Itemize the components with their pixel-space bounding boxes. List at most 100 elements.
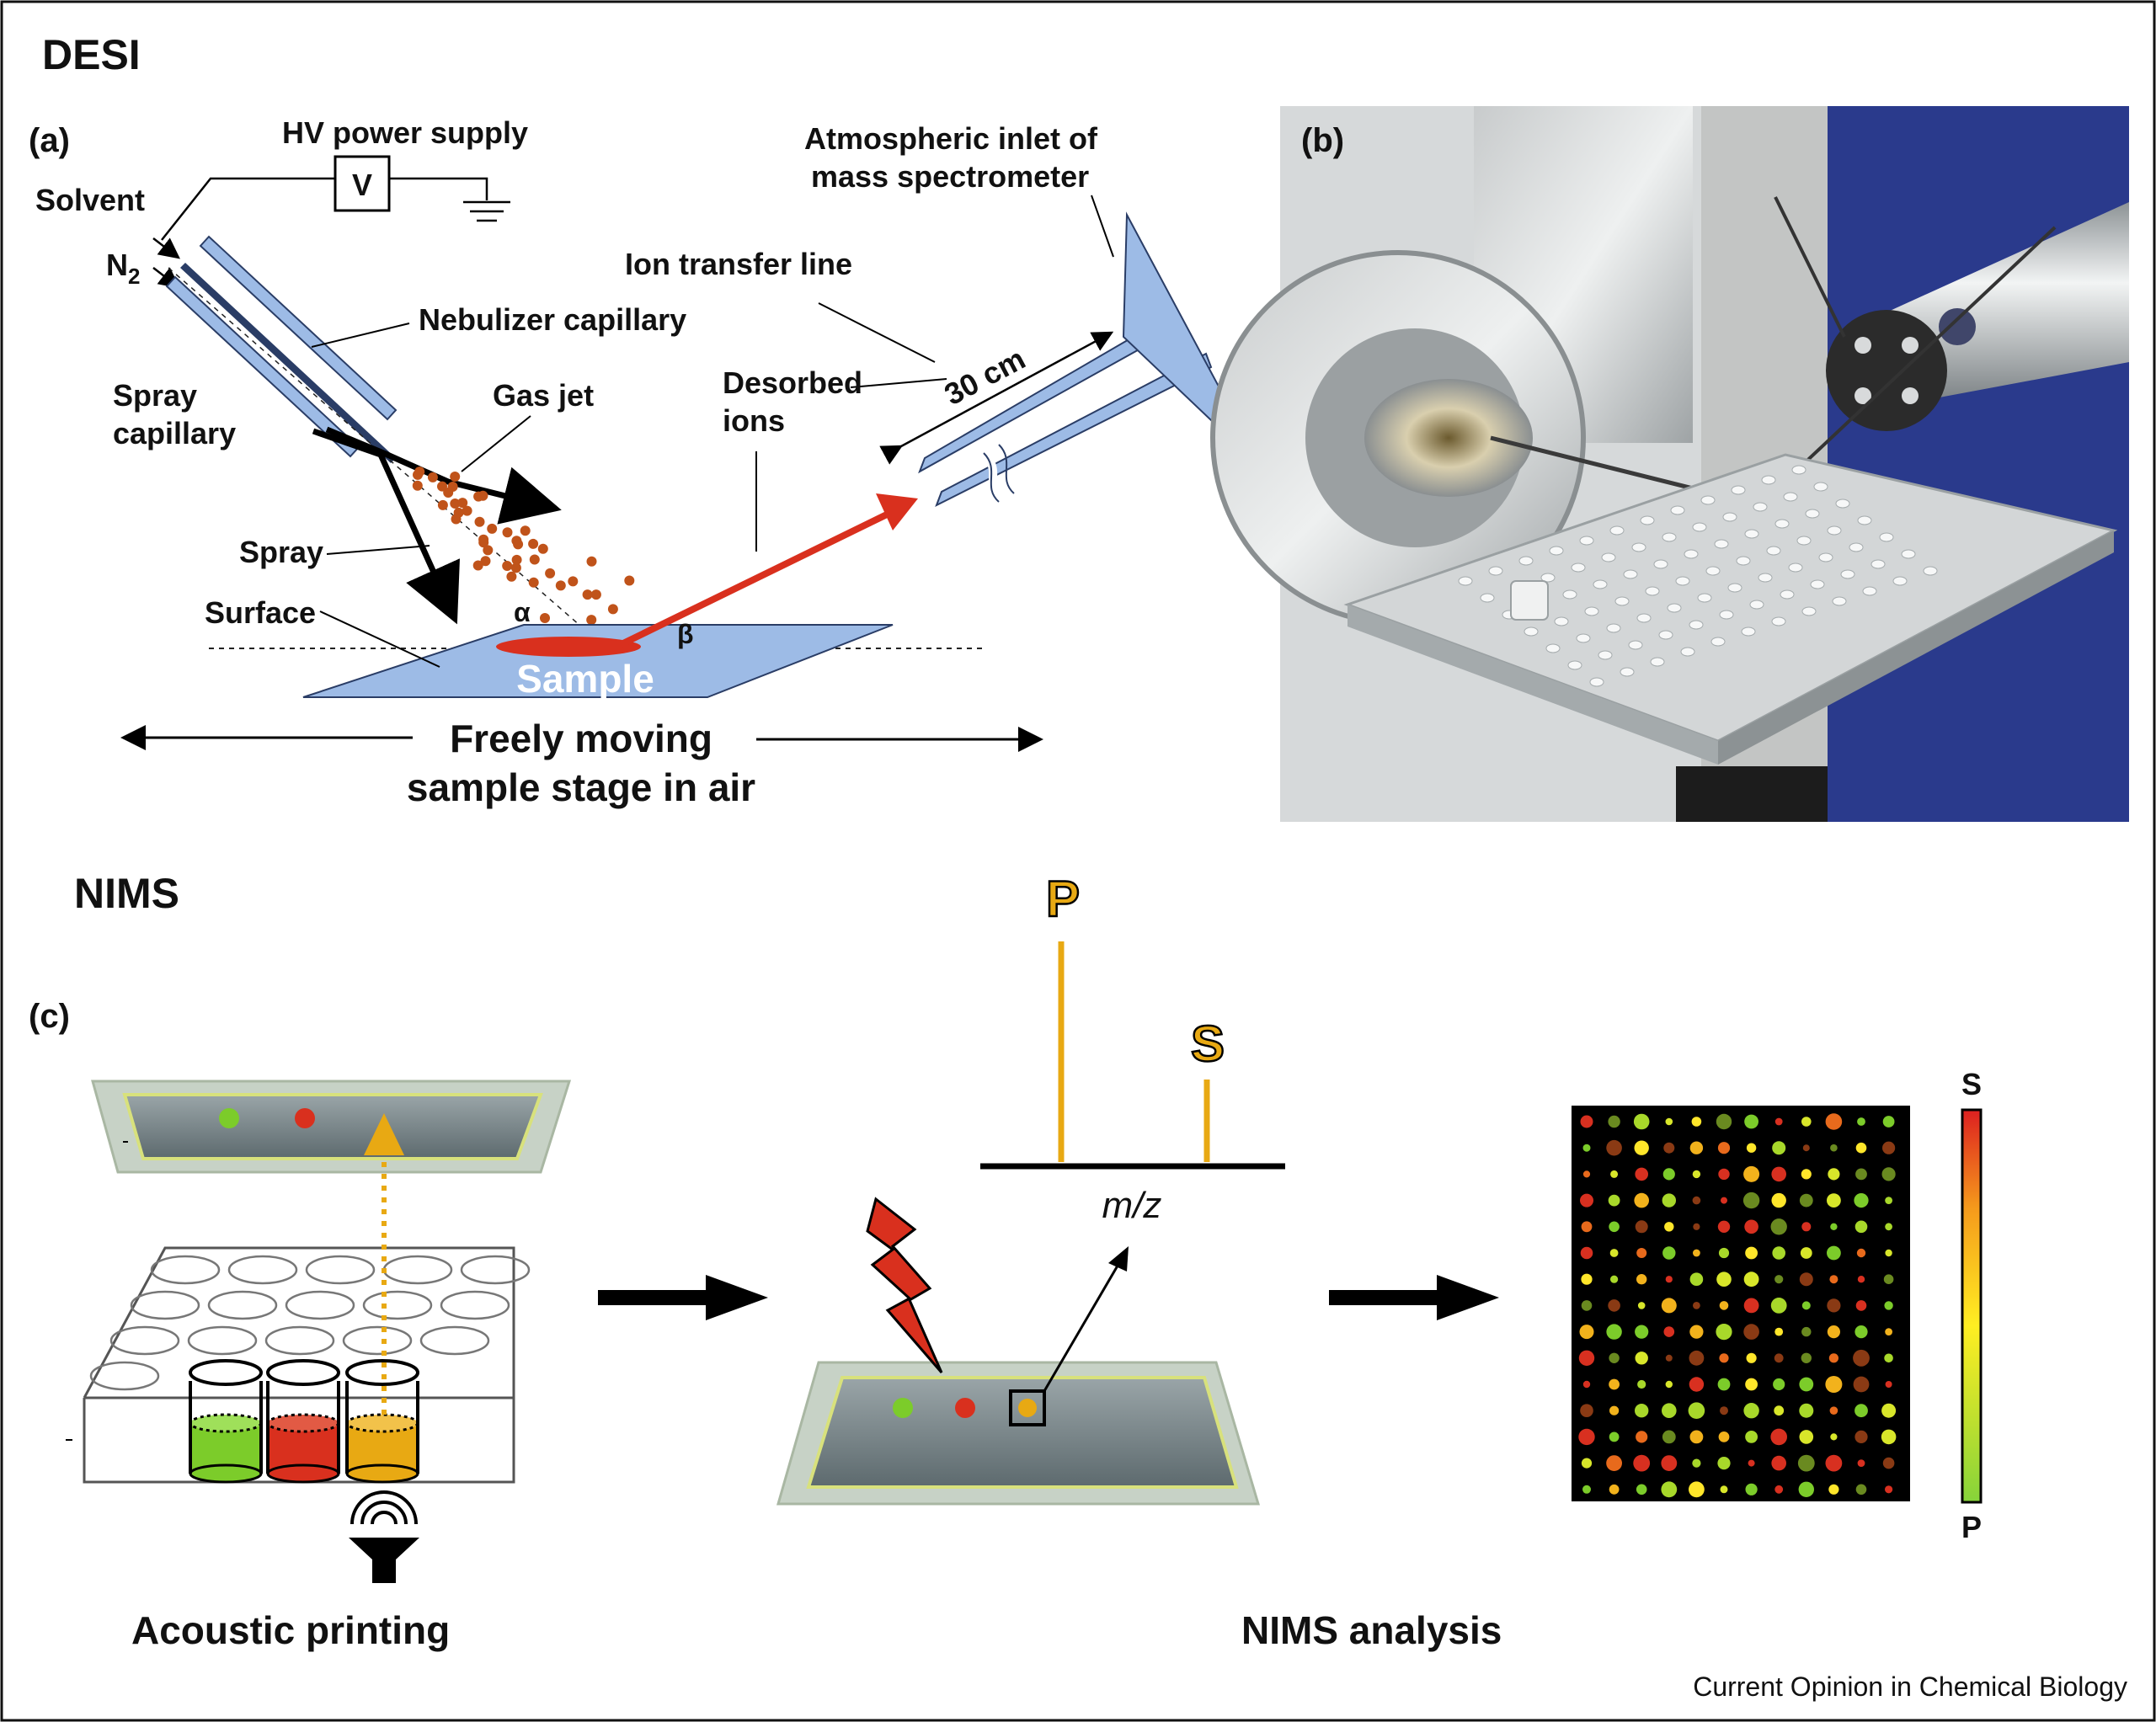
plate-well <box>1606 623 1621 633</box>
heatmap-spot <box>1774 1353 1784 1363</box>
spray-capillary <box>180 263 396 463</box>
nims-analysis-label: NIMS analysis <box>1241 1608 1502 1652</box>
heatmap-spot <box>1771 1192 1786 1208</box>
plate-well <box>1640 515 1655 525</box>
plate-well <box>1771 616 1786 626</box>
plate-well <box>1923 566 1938 576</box>
heatmap-spot <box>1662 1246 1676 1260</box>
heatmap-spot <box>1885 1197 1893 1204</box>
heatmap-spot <box>1853 1349 1870 1367</box>
plate-well <box>1700 495 1716 505</box>
nims-heatmap <box>1572 1106 1910 1501</box>
plate-well <box>1901 549 1916 559</box>
well-plate <box>83 1246 531 1484</box>
plate-well <box>1719 610 1734 620</box>
heatmap-spot <box>1661 1481 1678 1498</box>
heatmap-spot <box>1718 1168 1730 1181</box>
plate-well <box>1645 586 1660 596</box>
plate-well <box>1857 515 1872 525</box>
beta-label: β <box>677 619 694 649</box>
heatmap-spot <box>1661 1455 1678 1471</box>
plate-well <box>1598 650 1613 660</box>
well-ring <box>207 1290 278 1320</box>
heatmap-spot <box>1825 1376 1843 1393</box>
heatmap-spot <box>1719 1301 1729 1310</box>
plate-well <box>1731 485 1746 495</box>
alpha-label: α <box>514 597 531 627</box>
droplet-ejection-arrowhead <box>364 1113 404 1155</box>
printed-spot-red <box>295 1108 315 1128</box>
heatmap-spot <box>1828 1353 1838 1363</box>
well-ring <box>130 1290 200 1320</box>
nims-spot-red <box>955 1398 975 1418</box>
heatmap-spot <box>1855 1484 1867 1495</box>
spray-droplet <box>520 525 531 536</box>
heatmap-spot <box>1662 1168 1675 1181</box>
heatmap-spot <box>1885 1249 1892 1257</box>
plate-well <box>1518 556 1534 566</box>
plate-well <box>1684 549 1699 559</box>
plate-well <box>1653 559 1668 569</box>
heatmap-spot <box>1716 1272 1732 1287</box>
photo-transfer-capillary <box>1490 435 1727 499</box>
plate-well <box>1710 637 1726 647</box>
panel-b-label: (b) <box>1301 122 1344 159</box>
heatmap-spot <box>1825 1454 1843 1472</box>
heatmap-spot <box>1771 1455 1786 1471</box>
nims-chip <box>776 1361 1261 1506</box>
spray-droplet <box>590 589 601 600</box>
heatmap-spot <box>1635 1220 1648 1234</box>
desi-schematic: V α β Sample <box>35 115 1264 809</box>
gas-jet-label: Gas jet <box>493 378 594 413</box>
heatmap-spot <box>1717 1457 1731 1470</box>
printed-spot-green <box>219 1108 239 1128</box>
heatmap-spot <box>1635 1351 1648 1365</box>
plate-well <box>1722 512 1737 522</box>
spray-droplet <box>478 490 488 501</box>
plate-well <box>1576 633 1591 643</box>
photo-plate-wells <box>1458 465 1938 687</box>
heatmap-spot <box>1830 1223 1838 1231</box>
plate-well <box>1697 593 1712 603</box>
well-ring <box>264 1325 335 1356</box>
stage-label-line1: Freely moving <box>450 717 712 760</box>
plate-well <box>1636 613 1652 623</box>
plate-well <box>1614 596 1630 606</box>
plate-well <box>1554 616 1569 626</box>
mz-axis-label: m/z <box>1102 1185 1162 1226</box>
sample-label: Sample <box>516 657 654 701</box>
heatmap-spot <box>1743 1324 1759 1340</box>
heatmap-spot <box>1582 1144 1591 1152</box>
heatmap-spot <box>1825 1113 1843 1130</box>
plate-well <box>1753 502 1768 512</box>
heatmap-spot <box>1580 1193 1593 1208</box>
plate-well <box>1736 556 1751 566</box>
heatmap-spot <box>1692 1196 1701 1205</box>
plate-well <box>1801 606 1817 616</box>
heatmap-spot <box>1772 1246 1785 1260</box>
heatmap-spot <box>1770 1298 1787 1314</box>
heatmap-spot <box>1854 1325 1868 1339</box>
sample-well-green <box>189 1359 263 1484</box>
surface-label: Surface <box>205 595 316 630</box>
heatmap-spot <box>1828 1168 1840 1181</box>
spray-droplet <box>513 539 524 550</box>
heatmap-spot <box>1661 1298 1677 1314</box>
n2-label: N2 <box>106 248 140 289</box>
spray-droplet <box>472 560 483 571</box>
heatmap-spot <box>1610 1170 1619 1178</box>
heatmap-spot <box>1801 1222 1812 1232</box>
heatmap-spot <box>1635 1404 1649 1418</box>
heatmap-spot <box>1720 1406 1728 1415</box>
heatmap-spot <box>1746 1352 1757 1363</box>
plate-well <box>1862 586 1877 596</box>
leader-ion-transfer <box>850 378 947 388</box>
atmospheric-inlet-label-line2: mass spectrometer <box>811 159 1089 194</box>
heatmap-spot <box>1745 1431 1758 1443</box>
panel-a-label: (a) <box>29 122 70 159</box>
hv-voltmeter-label: V <box>352 168 372 202</box>
heatmap-spot <box>1883 1274 1894 1284</box>
spray-droplet <box>478 537 489 548</box>
heatmap-spot <box>1743 1403 1759 1419</box>
spray-droplet <box>457 498 468 509</box>
